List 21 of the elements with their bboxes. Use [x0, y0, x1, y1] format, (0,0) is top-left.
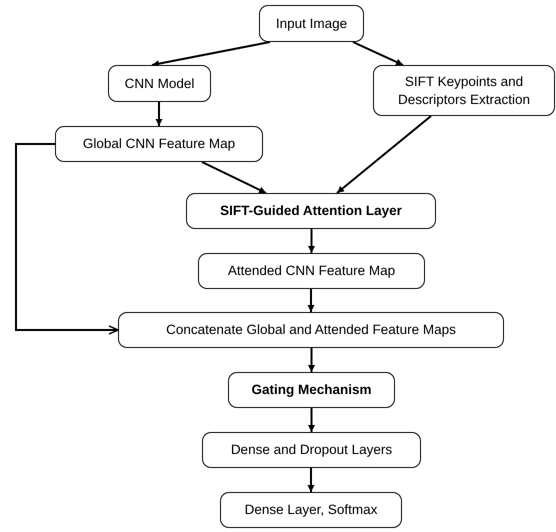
arrow — [308, 348, 315, 372]
arrow — [15, 143, 119, 335]
process-box: Global CNN Feature Map — [55, 126, 263, 162]
arrow — [152, 41, 270, 68]
process-box: SIFT Keypoints and Descriptors Extraction — [373, 65, 555, 116]
process-box: CNN Model — [108, 65, 211, 102]
process-box: Dense Layer, Softmax — [220, 492, 402, 528]
arrow — [308, 229, 315, 253]
arrow — [336, 115, 432, 194]
process-box: Dense and Dropout Layers — [202, 432, 421, 468]
arrow — [156, 102, 162, 126]
process-box: Input Image — [259, 5, 364, 42]
process-box: Gating Mechanism — [228, 372, 395, 408]
process-box: SIFT-Guided Attention Layer — [186, 193, 436, 229]
arrow — [308, 408, 315, 432]
arrow — [352, 41, 404, 66]
arrow — [202, 161, 266, 194]
arrow — [308, 468, 314, 492]
process-box: Attended CNN Feature Map — [198, 253, 425, 289]
process-box: Concatenate Global and Attended Feature Maps — [118, 312, 504, 348]
arrow — [308, 289, 314, 312]
